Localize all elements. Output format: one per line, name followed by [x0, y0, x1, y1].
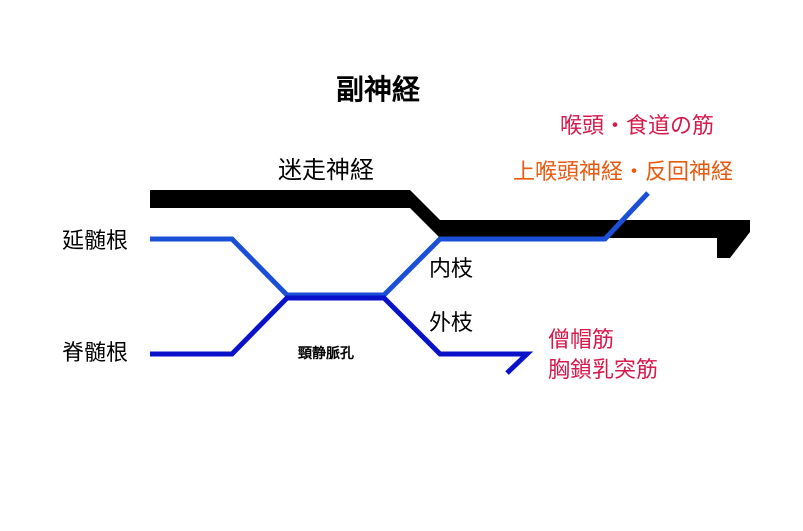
medullary-root-label: 延髄根	[62, 229, 129, 254]
diagram-title: 副神経	[336, 73, 421, 106]
vagus-nerve-band	[150, 190, 750, 258]
internal-branch-label: 内枝	[429, 257, 474, 282]
external-branch-label: 外枝	[429, 311, 474, 336]
laryngeal-nerves-label: 上喉頭神経・反回神経	[513, 160, 734, 185]
jugular-foramen-label: 頸静脈孔	[298, 346, 354, 362]
trapezius-label: 僧帽筋	[548, 328, 615, 353]
spinal-root-line	[150, 295, 534, 375]
sternocleidomastoid-label: 胸鎖乳突筋	[548, 358, 659, 383]
spinal-root-label: 脊髄根	[62, 341, 129, 366]
medullary-root-line	[150, 191, 650, 298]
larynx-esophagus-muscles-label: 喉頭・食道の筋	[560, 114, 715, 139]
vagus-nerve-label: 迷走神経	[278, 156, 374, 184]
